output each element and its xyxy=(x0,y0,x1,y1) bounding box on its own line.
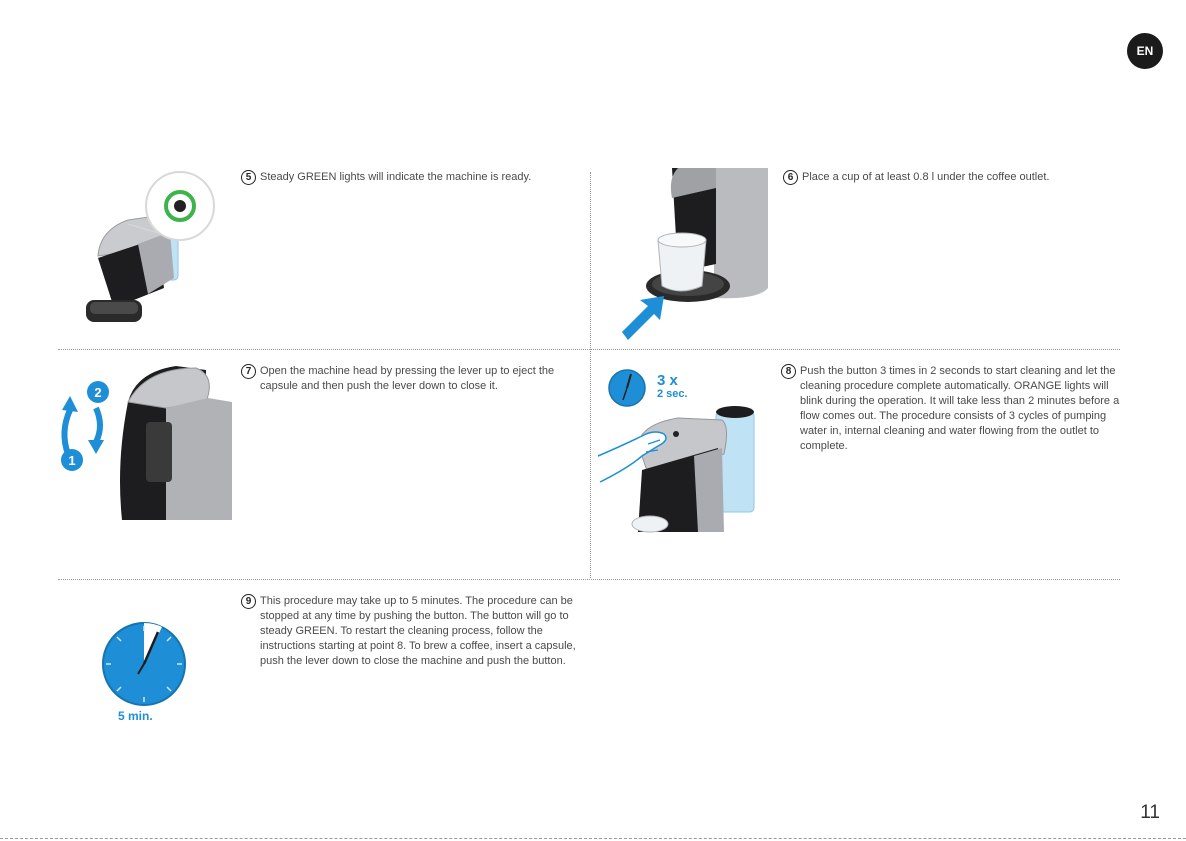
step-6: 6 Place a cup of at least 0.8 l under th… xyxy=(783,170,1103,185)
step-number-badge: 5 xyxy=(241,170,256,185)
press-count-label: 3 x xyxy=(657,372,678,389)
lever-label-2: 2 xyxy=(94,385,101,400)
page-number: 11 xyxy=(1140,802,1160,823)
lever-label-1: 1 xyxy=(68,453,75,468)
hand-press-button-illustration xyxy=(598,406,755,533)
step-number-badge: 8 xyxy=(781,364,796,379)
step-7: 7 Open the machine head by pressing the … xyxy=(241,364,586,394)
step-text: Place a cup of at least 0.8 l under the … xyxy=(802,171,1050,183)
step-text: Open the machine head by pressing the le… xyxy=(260,365,555,392)
cup-under-outlet-illustration xyxy=(622,168,768,340)
clock-small-icon xyxy=(608,369,646,407)
machine-ready-illustration xyxy=(86,171,215,322)
divider-row-2 xyxy=(58,579,1120,580)
step-number-badge: 7 xyxy=(241,364,256,379)
divider-column xyxy=(590,172,591,578)
step-5: 5 Steady GREEN lights will indicate the … xyxy=(241,170,541,185)
step-text: Push the button 3 times in 2 seconds to … xyxy=(800,365,1120,452)
divider-row-1 xyxy=(58,349,1120,350)
step-text: Steady GREEN lights will indicate the ma… xyxy=(260,171,532,183)
bottom-edge-rule xyxy=(0,838,1186,839)
timer-label: 5 min. xyxy=(118,709,153,723)
step-8: 8 Push the button 3 times in 2 seconds t… xyxy=(781,364,1121,454)
timer-clock-icon xyxy=(102,622,186,706)
step-text: This procedure may take up to 5 minutes.… xyxy=(260,595,576,667)
language-badge: EN xyxy=(1127,33,1163,69)
step-number-badge: 6 xyxy=(783,170,798,185)
press-duration-label: 2 sec. xyxy=(657,388,688,400)
lever-open-close-illustration: 2 1 xyxy=(61,366,232,520)
step-9: 9 This procedure may take up to 5 minute… xyxy=(241,594,586,669)
step-number-badge: 9 xyxy=(241,594,256,609)
